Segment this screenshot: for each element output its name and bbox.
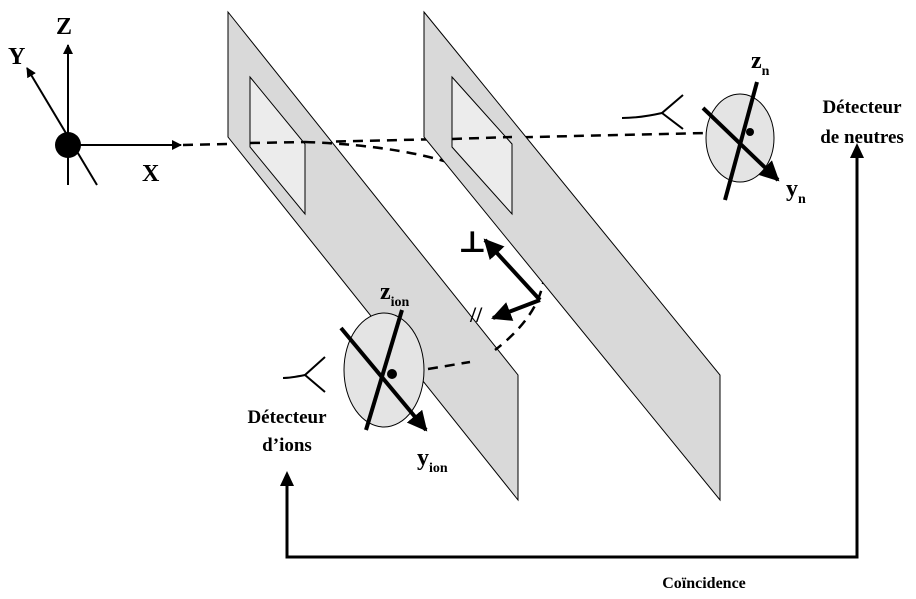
yn-label: yn — [786, 176, 806, 207]
coincidence-label: Coïncidence — [662, 575, 746, 592]
ion-detector-label-line1: Détecteur — [247, 407, 327, 428]
axis-label-y: Y — [8, 44, 25, 70]
eye-icon — [621, 94, 684, 130]
polarization-vectors: ⊥ // — [458, 226, 542, 327]
neutral-detector: zn yn Détecteur de neutres — [701, 48, 904, 207]
plate-2-window — [451, 75, 513, 216]
coincidence-wire — [285, 152, 859, 559]
yion-axis-arrow — [339, 326, 428, 432]
zion-label: zion — [380, 279, 410, 310]
neutral-detector-label-line2: de neutres — [820, 127, 904, 148]
ion-detector: zion yion Détecteur d’ions — [247, 279, 447, 476]
beam-through-window-1 — [249, 140, 306, 145]
zn-axis-line — [723, 81, 759, 201]
axis-label-x: X — [142, 161, 160, 187]
zion-axis-line — [364, 309, 404, 431]
perpendicular-symbol: ⊥ — [458, 226, 487, 259]
perpendicular-vector — [483, 238, 542, 302]
eye-icon — [282, 356, 326, 393]
ion-detector-signal-arrow — [280, 471, 294, 486]
ion-trajectory — [304, 140, 546, 351]
plate-1-window — [249, 75, 306, 216]
parallel-vector — [491, 298, 541, 321]
zn-label: zn — [751, 48, 770, 79]
y-axis-arrow — [26, 67, 98, 186]
ion-beam-impact — [387, 369, 397, 379]
coordinate-axes: Z Y X — [8, 14, 182, 187]
origin-dot — [55, 132, 81, 158]
parallel-symbol: // — [469, 302, 483, 327]
coincidence-circuit: Coïncidence — [280, 143, 864, 592]
yn-axis-arrow — [701, 106, 780, 182]
neutral-beam-impact — [746, 128, 754, 136]
ion-detector-label-line2: d’ions — [262, 435, 312, 456]
deflection-plate-2 — [423, 10, 721, 502]
neutral-detector-signal-arrow — [850, 143, 864, 158]
neutral-detector-label-line1: Détecteur — [822, 97, 902, 118]
yion-label: yion — [417, 445, 448, 476]
axis-label-z: Z — [56, 14, 72, 40]
deflection-plate-1 — [227, 10, 519, 502]
ion-beam-end — [427, 360, 471, 371]
